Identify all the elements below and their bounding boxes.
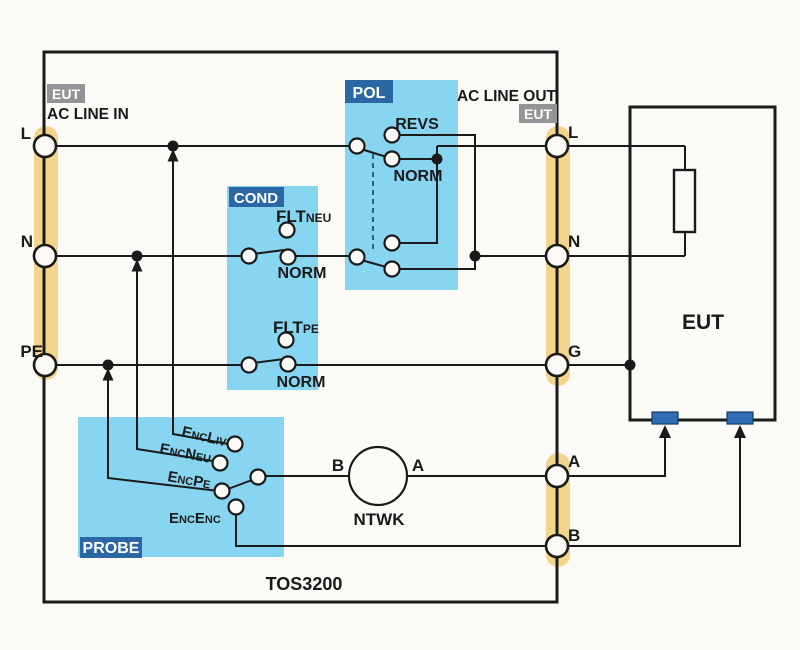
cond-blade-neu [252, 249, 285, 255]
terminal-g-out [544, 352, 570, 378]
terminal-pe-in [32, 352, 58, 378]
probe-tap-arrow-l [167, 149, 179, 162]
terminal-l-in [32, 133, 58, 159]
terminals [32, 133, 570, 559]
ac-line-in-title: AC LINE IN [47, 106, 129, 123]
wire-b-out [235, 437, 741, 547]
cond-flt-pe-label: FLTPE [273, 318, 319, 337]
terminal-n-out [544, 243, 570, 269]
probe-enc-enc-label: ENCENC [169, 510, 221, 527]
cond-neu-norm-contact [279, 248, 297, 266]
junction-dot-eut-ground [624, 359, 636, 371]
cond-badge [229, 187, 284, 207]
junction-dot-pol-n [469, 250, 481, 262]
arrowheads [102, 149, 746, 438]
junction-dot-pol-norm [431, 153, 443, 165]
terminal-a-out [544, 463, 570, 489]
probe-enc-liv-label: ENCLIV [180, 423, 229, 450]
label-l-out: L [568, 123, 578, 142]
probe-tap-pe [107, 365, 220, 492]
cond-switch-wires [252, 249, 285, 364]
cond-flt-neu-contact [278, 221, 296, 239]
wire-a-out [407, 437, 666, 477]
ac-line-out-title: AC LINE OUT [457, 88, 557, 105]
line-wires [45, 145, 686, 366]
switch-contacts [211, 126, 401, 516]
ntwk-port-a-label: A [412, 456, 424, 475]
pol-bottom-common-contact [348, 248, 366, 266]
junction-dot-l [167, 140, 179, 152]
probe-tap-n [136, 256, 220, 463]
pol-badge [345, 80, 393, 103]
label-g-out: G [568, 342, 581, 361]
eut-box-label: EUT [682, 311, 724, 334]
probe-badge [80, 537, 142, 558]
tos3200-enclosure [42, 50, 559, 604]
probe-enc-neu-contact [211, 454, 229, 472]
pol-norm-contact [383, 150, 401, 168]
label-n-out: N [568, 232, 580, 251]
label-b-out: B [568, 526, 580, 545]
terminal-n-in [32, 243, 58, 269]
cond-pe-norm-contact [279, 355, 297, 373]
eut-contact-pad-a [651, 411, 679, 425]
probe-tap-arrow-pe [102, 368, 114, 381]
eut-enclosure [628, 105, 777, 422]
label-l-in: L [21, 124, 31, 143]
cond-badge-label: COND [234, 190, 278, 207]
eut-badge-left [47, 84, 85, 103]
junction-dot-pe [102, 359, 114, 371]
cond-neu-common-contact [240, 247, 258, 265]
label-n-in: N [21, 232, 33, 251]
probe-contact-arrow-b [734, 425, 746, 438]
pol-norm-label: NORM [394, 168, 443, 185]
eut-badge-left-label: EUT [52, 86, 80, 102]
junction-dots [102, 140, 636, 371]
pol-badge-label: POL [353, 85, 386, 102]
network-circle [347, 445, 409, 507]
ntwk-port-b-label: B [332, 456, 344, 475]
cond-blade-pe [252, 358, 285, 364]
cond-pe-common-contact [240, 356, 258, 374]
probe-switch-wires [107, 146, 741, 547]
probe-enc-pe-contact [213, 482, 231, 500]
pol-top-common-contact [348, 137, 366, 155]
eut-badge-right-label: EUT [524, 106, 552, 122]
pol-revs-wire [400, 134, 476, 256]
probe-enc-pe-label: ENCPE [166, 468, 212, 492]
device-title: TOS3200 [266, 574, 343, 594]
terminal-b-out [544, 533, 570, 559]
probe-tap-arrow-n [131, 259, 143, 272]
probe-enc-neu-label: ENCNEU [158, 440, 212, 467]
probe-contact-arrow-a [659, 425, 671, 438]
label-pe-in: PE [20, 342, 43, 361]
cond-flt-neu-label: FLTNEU [276, 207, 331, 226]
cond-flt-pe-contact [277, 331, 295, 349]
probe-badge-label: PROBE [83, 540, 140, 557]
eut-load-resistor [672, 168, 697, 234]
pol-norm-wire [400, 146, 438, 244]
junction-dot-n [131, 250, 143, 262]
cond-panel [227, 186, 318, 390]
pol-revs-label: REVS [395, 116, 439, 133]
pol-revs-contact [383, 126, 401, 144]
ntwk-label: NTWK [354, 510, 406, 529]
probe-tap-l [172, 146, 235, 446]
eut-contact-pad-b [726, 411, 754, 425]
eut-badge-right [519, 104, 557, 123]
cond-norm-bottom-label: NORM [277, 374, 326, 391]
pol-lower-norm-contact [383, 260, 401, 278]
probe-enc-enc-contact [227, 498, 245, 516]
probe-common-contact [249, 468, 267, 486]
terminal-l-out [544, 133, 570, 159]
label-a-out: A [568, 452, 580, 471]
probe-blade [227, 479, 253, 490]
cond-norm-top-label: NORM [278, 265, 327, 282]
probe-enc-liv-contact [226, 435, 244, 453]
pol-lower-revs-contact [383, 234, 401, 252]
